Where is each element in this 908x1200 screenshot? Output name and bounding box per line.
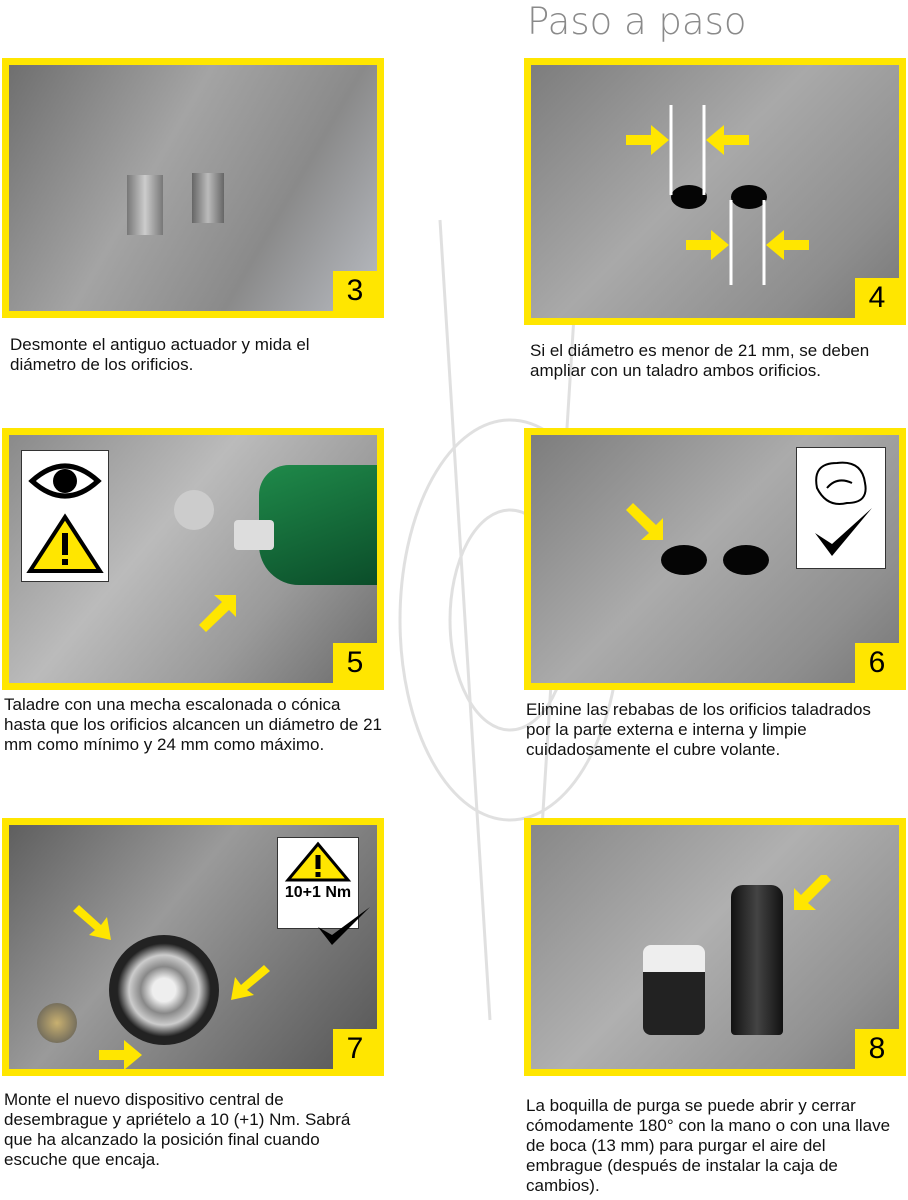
warning-icon	[284, 841, 352, 882]
step-number: 3	[333, 271, 377, 311]
step-8-caption: La boquilla de purga se puede abrir y ce…	[526, 1096, 891, 1195]
step-number: 4	[855, 278, 899, 318]
step-number: 7	[333, 1029, 377, 1069]
page-title: Paso a paso	[527, 0, 747, 43]
measure-arrows	[626, 105, 809, 285]
arrow-icons	[73, 905, 270, 1069]
step-number: 8	[855, 1029, 899, 1069]
step-7-caption: Monte el nuevo dispositivo central de de…	[4, 1090, 351, 1169]
clean-icon-box	[796, 447, 886, 569]
step-4-photo: 4	[524, 58, 906, 325]
arrow-icon	[794, 875, 831, 910]
step-6-photo: 6	[524, 428, 906, 690]
arrow-icon	[626, 503, 663, 540]
step-number: 5	[333, 643, 377, 683]
step-8-photo: 8	[524, 818, 906, 1076]
step-6-caption: Elimine las rebabas de los orificios tal…	[526, 700, 871, 759]
step-3-caption: Desmonte el antiguo actuador y mida el d…	[10, 335, 310, 374]
eye-protection-icon	[28, 463, 102, 499]
arrow-icon	[199, 595, 236, 632]
step-4-caption: Si el diámetro es menor de 21 mm, se deb…	[530, 341, 870, 380]
step-5-caption: Taladre con una mecha escalonada o cónic…	[4, 695, 383, 754]
check-icon	[318, 907, 370, 945]
step-number: 6	[855, 643, 899, 683]
step-7-photo: 10+1 Nm 7	[2, 818, 384, 1076]
torque-box: 10+1 Nm	[277, 837, 359, 929]
wipe-clean-check-icon	[815, 461, 872, 556]
torque-label: 10+1 Nm	[284, 884, 352, 901]
step-5-photo: 5	[2, 428, 384, 690]
step-3-photo: 3	[2, 58, 384, 318]
warning-icon	[26, 513, 104, 573]
safety-icons	[21, 450, 109, 582]
